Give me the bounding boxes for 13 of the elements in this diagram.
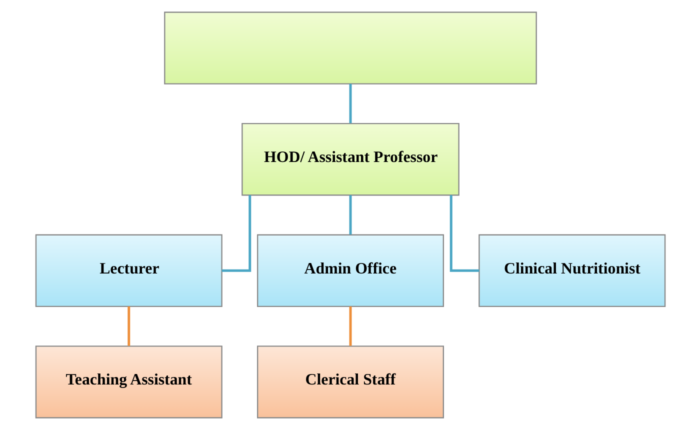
connector	[221, 195, 251, 272]
connector	[348, 84, 352, 124]
connector	[127, 306, 130, 346]
node-box: Clinical Nutritionist	[478, 234, 666, 308]
connector	[348, 195, 352, 234]
node-box: Lecturer	[34, 234, 222, 308]
node-box: HOD/ Assistant Professor	[241, 122, 459, 196]
connector	[348, 306, 352, 346]
node-box	[164, 12, 536, 84]
node-box: Admin Office	[256, 234, 444, 308]
node-box: Teaching Assistant	[34, 346, 222, 418]
connector	[449, 195, 479, 272]
node-box: Clerical Staff	[256, 346, 444, 418]
